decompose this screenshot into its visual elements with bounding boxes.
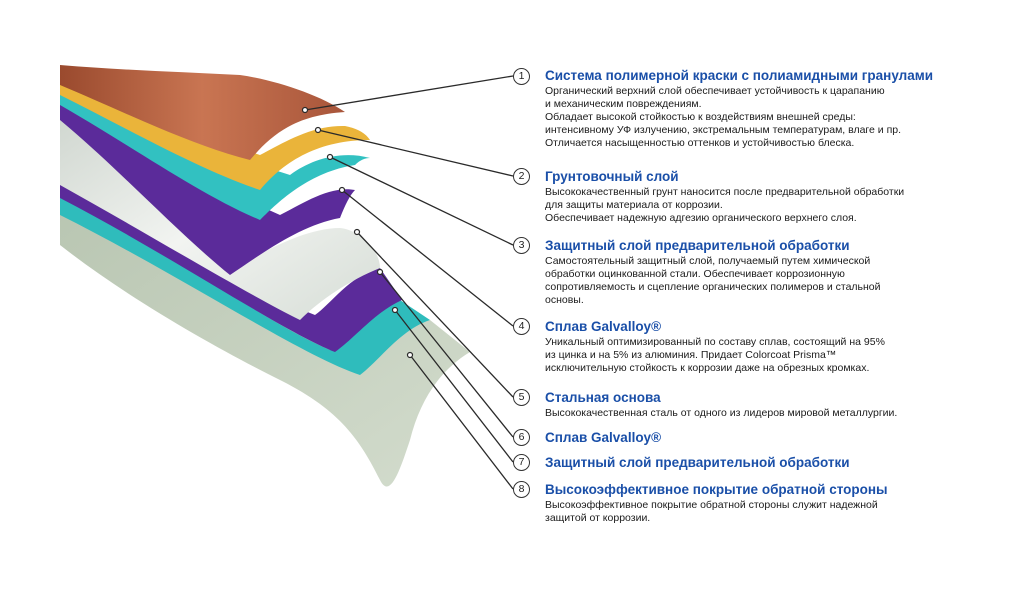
leader-dot-4 [338,186,346,194]
layer-1-title: Система полимерной краски с полиамидными… [545,68,934,83]
leader-line-7 [394,309,514,463]
layer-1-desc-line: Обладает высокой стойкостью к воздействи… [545,111,856,123]
layer-3-desc-line: сопротивляемость и сцепление органически… [545,281,881,293]
layer-7-title: Защитный слой предварительной обработки [545,455,850,470]
layer-2-desc-line: Высококачественный грунт наносится после… [545,186,905,198]
layer-4-title: Сплав Galvalloy® [545,319,662,334]
leader-dot-6 [376,268,384,276]
leader-dot-5 [353,228,361,236]
layer-5-block: Стальная основа Высококачественная сталь… [545,389,1005,420]
leader-line-8 [409,354,514,490]
leader-line-6 [379,271,514,438]
leader-line-4 [341,189,514,327]
leader-line-1 [304,75,514,111]
layer-5-title: Стальная основа [545,390,661,405]
layer-number-badge-4: 4 [513,318,530,335]
layer-paint [60,65,345,160]
layer-1-desc-line: и механическим повреждениям. [545,98,702,110]
leader-line-3 [329,156,514,246]
leader-dot-8 [406,351,414,359]
leader-dot-2 [314,126,322,134]
layer-3-title: Защитный слой предварительной обработки [545,238,850,253]
layer-back-coat [60,205,470,487]
layer-number-badge-1: 1 [513,68,530,85]
leader-line-5 [356,231,514,398]
layer-1-desc-line: Органический верхний слой обеспечивает у… [545,85,885,97]
layer-8-title: Высокоэффективное покрытие обратной стор… [545,482,888,497]
leader-dot-3 [326,153,334,161]
layer-2-desc-line: для защиты материала от коррозии. [545,199,723,211]
layer-number-badge-3: 3 [513,237,530,254]
layer-1-desc-line: интенсивному УФ излучению, экстремальным… [545,124,902,136]
leader-dot-1 [301,106,309,114]
layer-4-desc-line: исключительную стойкость к коррозии даже… [545,362,870,374]
layer-6-block: Сплав Galvalloy® [545,429,1005,446]
layer-4-block: Сплав Galvalloy® Уникальный оптимизирова… [545,318,1005,375]
layer-3-block: Защитный слой предварительной обработки … [545,237,1005,307]
layer-1-block: Система полимерной краски с полиамидными… [545,67,1005,150]
layer-3-desc-line: обработки оцинкованной стали. Обеспечива… [545,268,845,280]
leader-line-2 [317,129,514,177]
layer-5-desc-line: Высококачественная сталь от одного из ли… [545,407,898,419]
layer-number-badge-8: 8 [513,481,530,498]
layer-number-badge-6: 6 [513,429,530,446]
layer-2-block: Грунтовочный слой Высококачественный гру… [545,168,1005,225]
layer-8-desc-line: защитой от коррозии. [545,512,651,524]
layer-8-desc-line: Высокоэффективное покрытие обратной стор… [545,499,878,511]
layer-7-block: Защитный слой предварительной обработки [545,454,1005,471]
leader-dot-7 [391,306,399,314]
layer-1-desc-line: Отличается насыщенностью оттенков и усто… [545,137,855,149]
layer-3-desc-line: основы. [545,294,584,306]
layer-2-title: Грунтовочный слой [545,169,679,184]
layer-3-desc-line: Самостоятельный защитный слой, получаемы… [545,255,871,267]
layer-2-desc-line: Обеспечивает надежную адгезию органическ… [545,212,857,224]
layer-primer [60,75,370,190]
layer-number-badge-7: 7 [513,454,530,471]
layer-number-badge-2: 2 [513,168,530,185]
layer-steel [60,110,380,320]
layer-number-badge-5: 5 [513,389,530,406]
layer-6-title: Сплав Galvalloy® [545,430,662,445]
layer-4-desc-line: Уникальный оптимизированный по составу с… [545,336,885,348]
layer-4-desc-line: из цинка и на 5% из алюминия. Придает Co… [545,349,837,361]
layer-8-block: Высокоэффективное покрытие обратной стор… [545,481,1005,525]
